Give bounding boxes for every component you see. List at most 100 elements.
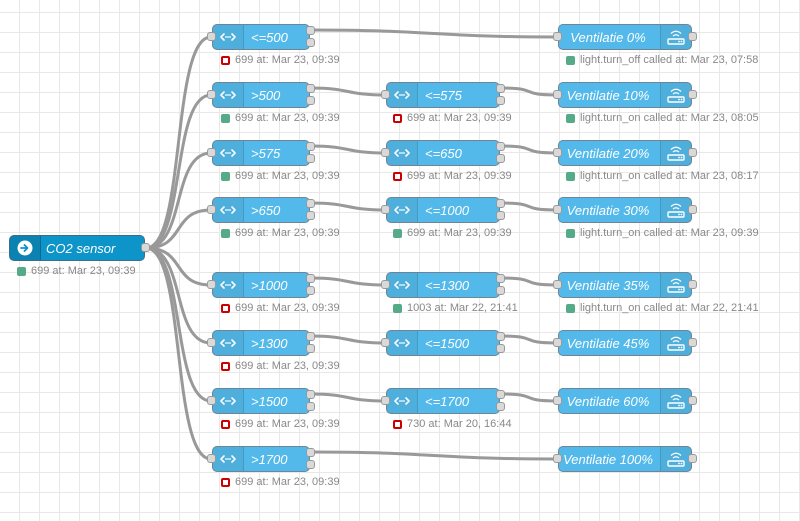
wire[interactable]	[310, 201, 386, 212]
wire[interactable]	[310, 144, 386, 155]
switch-node-4-output-port-2[interactable]	[306, 211, 315, 220]
switch-node-7-b-output-port-2[interactable]	[496, 402, 505, 411]
service-node-3[interactable]: Ventilatie 20%	[558, 140, 692, 166]
service-node-2-input-port[interactable]	[553, 90, 562, 99]
switch-node-8-output-port-1[interactable]	[306, 448, 315, 457]
switch-node-5-b-input-port[interactable]	[381, 280, 390, 289]
switch-node-5-b-output-port-2[interactable]	[496, 286, 505, 295]
switch-node-5-b[interactable]: <=1300	[386, 272, 500, 298]
service-node-2-output-port[interactable]	[688, 90, 697, 99]
service-node-7[interactable]: Ventilatie 60%	[558, 388, 692, 414]
switch-node-3-b-output-port-1[interactable]	[496, 142, 505, 151]
service-node-2[interactable]: Ventilatie 10%	[558, 82, 692, 108]
switch-node-6-b-input-port[interactable]	[381, 338, 390, 347]
switch-node-7-output-port-1[interactable]	[306, 390, 315, 399]
switch-node-6-output-port-2[interactable]	[306, 344, 315, 353]
service-node-5[interactable]: Ventilatie 35%	[558, 272, 692, 298]
service-node-4-input-port[interactable]	[553, 205, 562, 214]
switch-node-6-b-output-port-1[interactable]	[496, 332, 505, 341]
switch-node-3-input-port[interactable]	[207, 148, 216, 157]
switch-node-6[interactable]: >1300	[212, 330, 310, 356]
wire[interactable]	[310, 450, 558, 461]
wire[interactable]	[500, 276, 558, 287]
wire[interactable]	[310, 276, 386, 287]
switch-node-2-input-port[interactable]	[207, 90, 216, 99]
wire[interactable]	[500, 201, 558, 212]
switch-node-2-b-input-port[interactable]	[381, 90, 390, 99]
switch-node-3-output-port-2[interactable]	[306, 154, 315, 163]
switch-node-7-output-port-2[interactable]	[306, 402, 315, 411]
wire[interactable]	[145, 208, 212, 250]
wire[interactable]	[500, 86, 558, 97]
switch-node-3-b[interactable]: <=650	[386, 140, 500, 166]
switch-node-1-output-port-1[interactable]	[306, 26, 315, 35]
switch-node-6-output-port-1[interactable]	[306, 332, 315, 341]
wire[interactable]	[145, 246, 212, 403]
service-node-4[interactable]: Ventilatie 30%	[558, 197, 692, 223]
switch-node-3-output-port-1[interactable]	[306, 142, 315, 151]
switch-node-4-b[interactable]: <=1000	[386, 197, 500, 223]
switch-node-6-b[interactable]: <=1500	[386, 330, 500, 356]
service-node-3-output-port[interactable]	[688, 148, 697, 157]
switch-node-5[interactable]: >1000	[212, 272, 310, 298]
switch-node-7-b-output-port-1[interactable]	[496, 390, 505, 399]
switch-node-2[interactable]: >500	[212, 82, 310, 108]
service-node-6[interactable]: Ventilatie 45%	[558, 330, 692, 356]
co2-sensor-node[interactable]: CO2 sensor	[9, 235, 145, 261]
wire[interactable]	[500, 334, 558, 345]
wire[interactable]	[145, 151, 212, 250]
switch-node-4[interactable]: >650	[212, 197, 310, 223]
wire[interactable]	[310, 334, 386, 345]
wire[interactable]	[145, 246, 212, 287]
switch-node-4-b-output-port-1[interactable]	[496, 199, 505, 208]
switch-node-4-input-port[interactable]	[207, 205, 216, 214]
switch-node-3-b-input-port[interactable]	[381, 148, 390, 157]
wire[interactable]	[145, 246, 212, 345]
switch-node-8-input-port[interactable]	[207, 454, 216, 463]
switch-node-2-output-port-1[interactable]	[306, 84, 315, 93]
switch-node-3-b-output-port-2[interactable]	[496, 154, 505, 163]
switch-node-1-output-port-2[interactable]	[306, 38, 315, 47]
service-node-4-output-port[interactable]	[688, 205, 697, 214]
service-node-8[interactable]: Ventilatie 100%	[558, 446, 692, 472]
wire[interactable]	[500, 392, 558, 403]
switch-node-5-b-output-port-1[interactable]	[496, 274, 505, 283]
service-node-8-input-port[interactable]	[553, 454, 562, 463]
switch-node-4-b-input-port[interactable]	[381, 205, 390, 214]
service-node-1-input-port[interactable]	[553, 32, 562, 41]
switch-node-2-output-port-2[interactable]	[306, 96, 315, 105]
service-node-3-input-port[interactable]	[553, 148, 562, 157]
switch-node-6-input-port[interactable]	[207, 338, 216, 347]
switch-node-1-input-port[interactable]	[207, 32, 216, 41]
switch-node-4-b-output-port-2[interactable]	[496, 211, 505, 220]
switch-node-1[interactable]: <=500	[212, 24, 310, 50]
service-node-1-output-port[interactable]	[688, 32, 697, 41]
switch-node-5-output-port-2[interactable]	[306, 286, 315, 295]
switch-node-2-b[interactable]: <=575	[386, 82, 500, 108]
wire[interactable]	[310, 392, 386, 403]
wire[interactable]	[145, 246, 212, 461]
switch-node-7-input-port[interactable]	[207, 396, 216, 405]
wire[interactable]	[310, 28, 558, 39]
switch-node-5-input-port[interactable]	[207, 280, 216, 289]
wire[interactable]	[310, 86, 386, 97]
service-node-8-output-port[interactable]	[688, 454, 697, 463]
wire[interactable]	[145, 35, 212, 250]
switch-node-8-output-port-2[interactable]	[306, 460, 315, 469]
service-node-7-input-port[interactable]	[553, 396, 562, 405]
wire[interactable]	[145, 93, 212, 250]
service-node-6-input-port[interactable]	[553, 338, 562, 347]
switch-node-5-output-port-1[interactable]	[306, 274, 315, 283]
switch-node-7-b-input-port[interactable]	[381, 396, 390, 405]
switch-node-4-output-port-1[interactable]	[306, 199, 315, 208]
co2-sensor-node-output-port[interactable]	[141, 243, 150, 252]
service-node-1[interactable]: Ventilatie 0%	[558, 24, 692, 50]
service-node-7-output-port[interactable]	[688, 396, 697, 405]
switch-node-8[interactable]: >1700	[212, 446, 310, 472]
switch-node-7[interactable]: >1500	[212, 388, 310, 414]
service-node-5-output-port[interactable]	[688, 280, 697, 289]
switch-node-3[interactable]: >575	[212, 140, 310, 166]
service-node-6-output-port[interactable]	[688, 338, 697, 347]
wire[interactable]	[500, 144, 558, 155]
switch-node-2-b-output-port-2[interactable]	[496, 96, 505, 105]
